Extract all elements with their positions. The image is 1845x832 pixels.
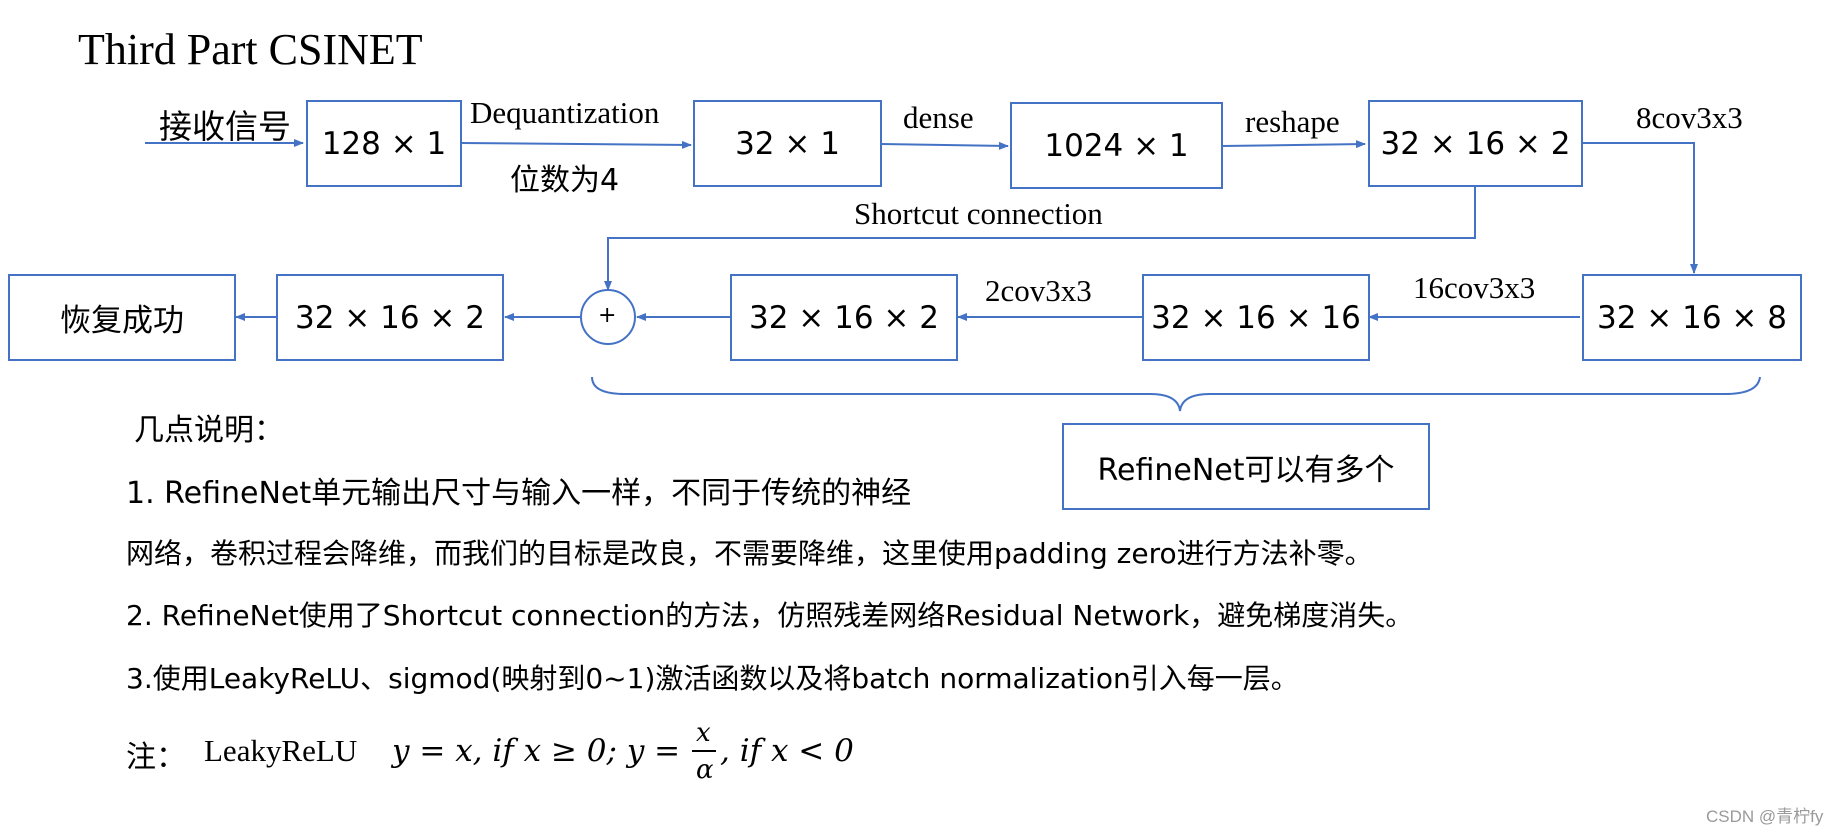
notes-heading: 几点说明： — [134, 413, 284, 448]
label-16cov3x3: 16cov3x3 — [1413, 270, 1536, 305]
arrow-reshape — [1221, 140, 1366, 149]
label-2cov3x3: 2cov3x3 — [985, 273, 1092, 308]
label-8cov3x3: 8cov3x3 — [1636, 100, 1743, 135]
formula-part2: , if x < 0 — [720, 733, 854, 769]
arrow-shortcut — [604, 187, 1476, 291]
refinenet-brace — [591, 376, 1761, 412]
formula-name: LeakyReLU — [204, 733, 358, 768]
formula-prefix: 注： — [126, 740, 186, 775]
formula-part1: y = x, if x ≥ 0; y = — [392, 733, 681, 769]
page-title: Third Part CSINET — [78, 25, 423, 74]
sum-symbol: + — [598, 303, 617, 328]
node-1024x1: 1024 × 1 — [1010, 102, 1223, 189]
arrow-dense — [879, 141, 1009, 150]
note-line-2: 2. RefineNet使用了Shortcut connection的方法，仿照… — [126, 599, 1414, 632]
node-output: 恢复成功 — [8, 274, 236, 361]
node-128x1: 128 × 1 — [306, 100, 462, 187]
label-reshape: reshape — [1245, 104, 1340, 139]
label-bits: 位数为4 — [510, 163, 620, 198]
node-32x16x2-out: 32 × 16 × 2 — [276, 274, 504, 361]
node-32x16x16: 32 × 16 × 16 — [1142, 274, 1370, 361]
label-dense: dense — [903, 100, 974, 135]
formula-fraction-bar — [692, 750, 716, 752]
arrow-8cov3x3 — [1582, 142, 1698, 274]
note-line-1a: 1. RefineNet单元输出尺寸与输入一样，不同于传统的神经 — [126, 476, 912, 511]
node-32x16x2-conv2: 32 × 16 × 2 — [730, 274, 958, 361]
input-label: 接收信号 — [159, 107, 291, 146]
node-32x16x8: 32 × 16 × 8 — [1582, 274, 1802, 361]
note-line-1b: 网络，卷积过程会降维，而我们的目标是改良，不需要降维，这里使用padding z… — [126, 537, 1373, 570]
node-32x16x2-top: 32 × 16 × 2 — [1368, 100, 1583, 187]
label-shortcut-connection: Shortcut connection — [854, 196, 1103, 231]
sum-node — [580, 289, 636, 345]
formula-denominator: α — [696, 755, 714, 785]
label-dequantization: Dequantization — [470, 95, 660, 130]
note-line-3: 3.使用LeakyReLU、sigmod(映射到0~1)激活函数以及将batch… — [126, 662, 1299, 695]
formula-numerator: x — [696, 718, 711, 748]
watermark: CSDN @青柠fy — [1706, 807, 1824, 826]
node-32x1: 32 × 1 — [693, 100, 882, 187]
refinenet-note-box: RefineNet可以有多个 — [1062, 423, 1430, 510]
arrow-dequantization — [460, 140, 692, 149]
